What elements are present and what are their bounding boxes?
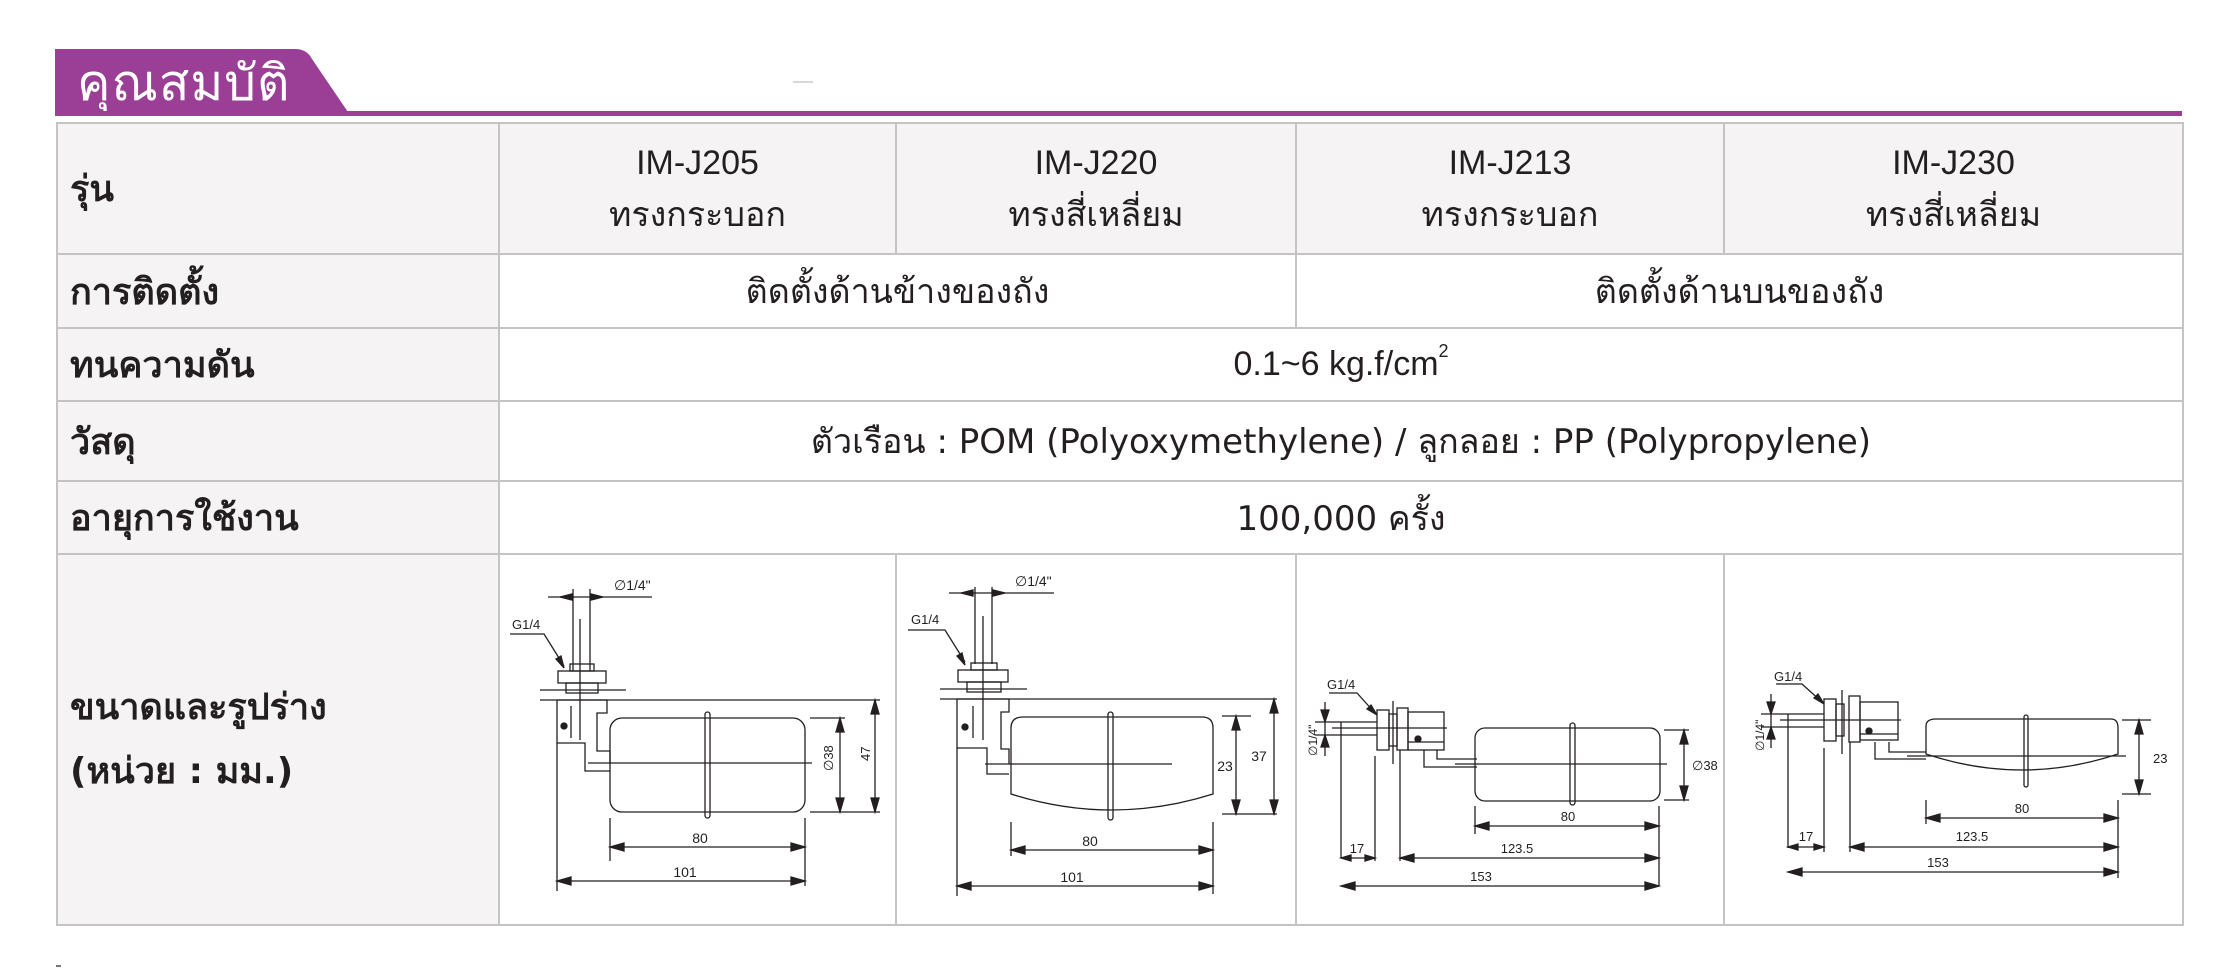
pressure-text: 0.1~6 kg.f/cm [1233,345,1439,383]
svg-text:∅1/4": ∅1/4" [1015,573,1052,589]
svg-text:∅1/4": ∅1/4" [1306,724,1320,755]
section-rule [55,111,2182,116]
installation-side-value: ติดตั้งด้านข้างของถัง [498,253,1297,329]
material-value: ตัวเรือน : POM (Polyoxymethylene) / ลูกล… [498,400,2184,482]
model-name: IM-J213 [1448,143,1572,182]
drawing-cell-im-j220: ∅1/4" G1/4 23 37 [895,553,1297,926]
svg-text:G1/4: G1/4 [911,612,939,627]
table-row-material: วัสดุ ตัวเรือน : POM (Polyoxymethylene) … [56,400,2184,482]
divider-mark [793,81,813,83]
model-name: IM-J230 [1892,143,2015,182]
svg-text:∅1/4": ∅1/4" [614,577,651,593]
section-tab: คุณสมบัติ [55,49,350,115]
dimensions-label: ขนาดและรูปร่าง [70,686,327,728]
drawing-cell-im-j230: G1/4 ∅1/4" [1723,553,2184,926]
svg-text:23: 23 [1217,758,1233,774]
svg-text:80: 80 [1082,833,1098,849]
svg-text:23: 23 [2153,751,2167,766]
lifespan-value: 100,000 ครั้ง [498,480,2184,555]
dimension-drawing: ∅1/4" G1/4 ∅38 47 [510,577,880,891]
model-shape: ทรงกระบอก [1421,194,1599,235]
svg-text:∅38: ∅38 [1692,758,1718,773]
svg-text:80: 80 [692,830,708,846]
model-shape: ทรงสี่เหลี่ยม [1865,194,2042,235]
svg-text:47: 47 [858,746,873,760]
svg-text:123.5: 123.5 [1955,829,1988,844]
svg-text:123.5: 123.5 [1501,841,1534,856]
svg-text:17: 17 [1350,841,1364,856]
installation-top-value: ติดตั้งด้านบนของถัง [1295,253,2184,329]
row-label-dimensions: ขนาดและรูปร่าง (หน่วย : มม.) [56,553,500,926]
model-name: IM-J220 [1034,143,1158,182]
svg-text:153: 153 [1470,869,1492,884]
row-label-installation: การติดตั้ง [56,253,500,329]
table-row-model: รุ่น IM-J205 ทรงกระบอก IM-J220 ทรงสี่เหล… [56,122,2184,255]
model-header-cell: IM-J213 ทรงกระบอก [1295,122,1725,255]
pressure-superscript: 2 [1438,341,1449,361]
svg-text:G1/4: G1/4 [512,617,540,632]
table-row-dimensions: ขนาดและรูปร่าง (หน่วย : มม.) ∅1/4" G1/4 [56,553,2184,926]
svg-text:37: 37 [1251,748,1267,764]
table-row-installation: การติดตั้ง ติดตั้งด้านข้างของถัง ติดตั้ง… [56,253,2184,329]
svg-text:∅38: ∅38 [821,745,836,771]
svg-text:101: 101 [1060,869,1084,885]
section-title: คุณสมบัติ [77,54,291,112]
svg-text:101: 101 [673,864,697,880]
svg-text:G1/4: G1/4 [1774,669,1802,684]
row-label-model: รุ่น [56,122,500,255]
dimension-drawing: G1/4 ∅1/4" [1306,677,1718,891]
drawing-cell-im-j205: ∅1/4" G1/4 ∅38 47 [498,553,897,926]
svg-text:G1/4: G1/4 [1327,677,1355,692]
svg-text:∅1/4": ∅1/4" [1753,719,1767,750]
table-row-lifespan: อายุการใช้งาน 100,000 ครั้ง [56,480,2184,555]
divider-mark [56,965,61,967]
row-label-material: วัสดุ [56,400,500,482]
model-shape: ทรงกระบอก [609,194,786,235]
drawing-cell-im-j213: G1/4 ∅1/4" [1295,553,1725,926]
spec-table: รุ่น IM-J205 ทรงกระบอก IM-J220 ทรงสี่เหล… [56,122,2184,926]
dimension-drawing: ∅1/4" G1/4 23 37 [908,573,1279,896]
svg-text:17: 17 [1798,829,1812,844]
svg-text:153: 153 [1927,855,1949,870]
table-row-pressure: ทนความดัน 0.1~6 kg.f/cm2 [56,327,2184,402]
pressure-value: 0.1~6 kg.f/cm2 [498,327,2184,402]
model-shape: ทรงสี่เหลี่ยม [1008,194,1184,235]
dimensions-unit: (หน่วย : มม.) [70,750,294,792]
dimension-drawing: G1/4 ∅1/4" [1753,669,2167,878]
tab-shape [55,49,350,115]
model-name: IM-J205 [636,143,759,182]
row-label-pressure: ทนความดัน [56,327,500,402]
model-header-cell: IM-J220 ทรงสี่เหลี่ยม [895,122,1297,255]
model-header-cell: IM-J205 ทรงกระบอก [498,122,897,255]
model-header-cell: IM-J230 ทรงสี่เหลี่ยม [1723,122,2184,255]
svg-text:80: 80 [1561,809,1575,824]
row-label-lifespan: อายุการใช้งาน [56,480,500,555]
svg-text:80: 80 [2014,801,2028,816]
